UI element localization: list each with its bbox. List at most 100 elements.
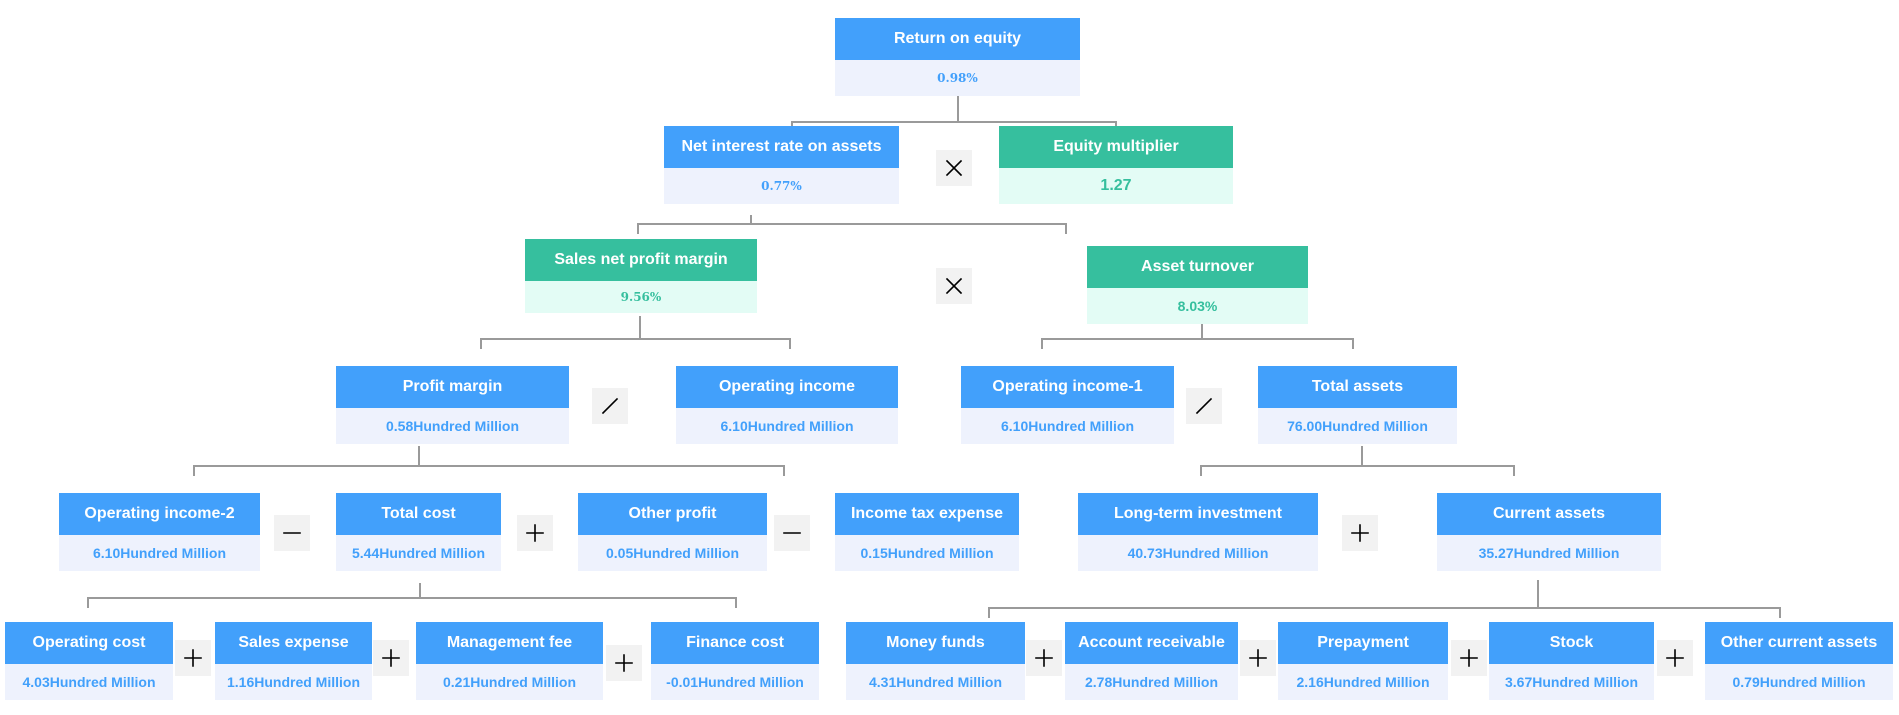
divide-operator: [592, 388, 628, 424]
node-value: 76.00Hundred Million: [1258, 408, 1457, 444]
node-title: Operating income-1: [961, 366, 1174, 408]
node-other-profit[interactable]: Other profit 0.05Hundred Million: [578, 493, 767, 571]
node-title: Money funds: [846, 622, 1025, 664]
plus-icon: [526, 524, 544, 542]
node-value: -0.01Hundred Million: [651, 664, 819, 700]
connector-bracket: [480, 316, 791, 349]
node-title: Stock: [1489, 622, 1654, 664]
node-title: Other profit: [578, 493, 767, 535]
node-value: 0.98%: [835, 60, 1080, 96]
plus-icon: [1351, 524, 1369, 542]
connector-bracket: [1200, 446, 1515, 476]
plus-operator: [1342, 515, 1378, 551]
node-account-receivable[interactable]: Account receivable 2.78Hundred Million: [1065, 622, 1238, 700]
node-value: 9.56%: [525, 281, 757, 313]
node-money-funds[interactable]: Money funds 4.31Hundred Million: [846, 622, 1025, 700]
node-profit-margin[interactable]: Profit margin 0.58Hundred Million: [336, 366, 569, 444]
node-value: 1.16Hundred Million: [215, 664, 372, 700]
plus-icon: [184, 649, 202, 667]
node-title: Current assets: [1437, 493, 1661, 535]
node-title: Management fee: [416, 622, 603, 664]
node-value: 2.78Hundred Million: [1065, 664, 1238, 700]
node-long-term-investment[interactable]: Long-term investment 40.73Hundred Millio…: [1078, 493, 1318, 571]
minus-icon: [783, 532, 801, 534]
node-total-cost[interactable]: Total cost 5.44Hundred Million: [336, 493, 501, 571]
divide-icon: [601, 397, 619, 415]
plus-icon: [382, 649, 400, 667]
divide-icon: [1195, 397, 1213, 415]
node-value: 0.77%: [664, 168, 899, 204]
node-value: 0.05Hundred Million: [578, 535, 767, 571]
node-other-current-assets[interactable]: Other current assets 0.79Hundred Million: [1705, 622, 1893, 700]
minus-operator: [274, 515, 310, 551]
plus-operator: [1657, 640, 1693, 676]
connector-bracket: [988, 580, 1781, 618]
connector-bracket: [1041, 323, 1354, 349]
connector-bracket: [637, 215, 1067, 234]
node-prepayment[interactable]: Prepayment 2.16Hundred Million: [1278, 622, 1448, 700]
node-title: Profit margin: [336, 366, 569, 408]
node-value: 6.10Hundred Million: [676, 408, 898, 444]
node-value: 0.58Hundred Million: [336, 408, 569, 444]
connector-bracket: [193, 446, 785, 476]
node-title: Finance cost: [651, 622, 819, 664]
node-finance-cost[interactable]: Finance cost -0.01Hundred Million: [651, 622, 819, 700]
plus-operator: [1240, 640, 1276, 676]
node-title: Operating cost: [5, 622, 173, 664]
connector-bracket: [87, 583, 737, 608]
node-title: Operating income: [676, 366, 898, 408]
node-sales-expense[interactable]: Sales expense 1.16Hundred Million: [215, 622, 372, 700]
node-title: Total cost: [336, 493, 501, 535]
node-value: 6.10Hundred Million: [961, 408, 1174, 444]
node-title: Sales expense: [215, 622, 372, 664]
node-management-fee[interactable]: Management fee 0.21Hundred Million: [416, 622, 603, 700]
node-value: 40.73Hundred Million: [1078, 535, 1318, 571]
node-value: 5.44Hundred Million: [336, 535, 501, 571]
plus-icon: [1249, 649, 1267, 667]
plus-operator: [1451, 640, 1487, 676]
multiply-icon: [945, 277, 963, 295]
plus-operator: [175, 640, 211, 676]
node-operating-income-2[interactable]: Operating income-2 6.10Hundred Million: [59, 493, 260, 571]
node-operating-income-1[interactable]: Operating income-1 6.10Hundred Million: [961, 366, 1174, 444]
node-net-interest-rate-on-assets[interactable]: Net interest rate on assets 0.77%: [664, 126, 899, 204]
node-title: Asset turnover: [1087, 246, 1308, 288]
plus-operator: [606, 645, 642, 681]
plus-icon: [1666, 649, 1684, 667]
node-total-assets[interactable]: Total assets 76.00Hundred Million: [1258, 366, 1457, 444]
node-title: Other current assets: [1705, 622, 1893, 664]
node-value: 6.10Hundred Million: [59, 535, 260, 571]
node-title: Operating income-2: [59, 493, 260, 535]
node-equity-multiplier[interactable]: Equity multiplier 1.27: [999, 126, 1233, 204]
node-return-on-equity[interactable]: Return on equity 0.98%: [835, 18, 1080, 96]
node-asset-turnover[interactable]: Asset turnover 8.03%: [1087, 246, 1308, 324]
node-income-tax-expense[interactable]: Income tax expense 0.15Hundred Million: [835, 493, 1019, 571]
node-value: 0.79Hundred Million: [1705, 664, 1893, 700]
multiply-icon: [945, 159, 963, 177]
node-title: Net interest rate on assets: [664, 126, 899, 168]
plus-icon: [1460, 649, 1478, 667]
node-current-assets[interactable]: Current assets 35.27Hundred Million: [1437, 493, 1661, 571]
node-value: 1.27: [999, 168, 1233, 204]
node-value: 4.03Hundred Million: [5, 664, 173, 700]
node-stock[interactable]: Stock 3.67Hundred Million: [1489, 622, 1654, 700]
node-value: 2.16Hundred Million: [1278, 664, 1448, 700]
plus-operator: [517, 515, 553, 551]
node-value: 3.67Hundred Million: [1489, 664, 1654, 700]
multiply-operator: [936, 268, 972, 304]
plus-icon: [615, 654, 633, 672]
node-operating-income[interactable]: Operating income 6.10Hundred Million: [676, 366, 898, 444]
node-value: 35.27Hundred Million: [1437, 535, 1661, 571]
node-sales-net-profit-margin[interactable]: Sales net profit margin 9.56%: [525, 239, 757, 313]
node-operating-cost[interactable]: Operating cost 4.03Hundred Million: [5, 622, 173, 700]
node-title: Equity multiplier: [999, 126, 1233, 168]
node-title: Income tax expense: [835, 493, 1019, 535]
minus-icon: [283, 532, 301, 534]
node-value: 8.03%: [1087, 288, 1308, 324]
node-title: Return on equity: [835, 18, 1080, 60]
plus-operator: [1026, 640, 1062, 676]
divide-operator: [1186, 388, 1222, 424]
node-title: Total assets: [1258, 366, 1457, 408]
